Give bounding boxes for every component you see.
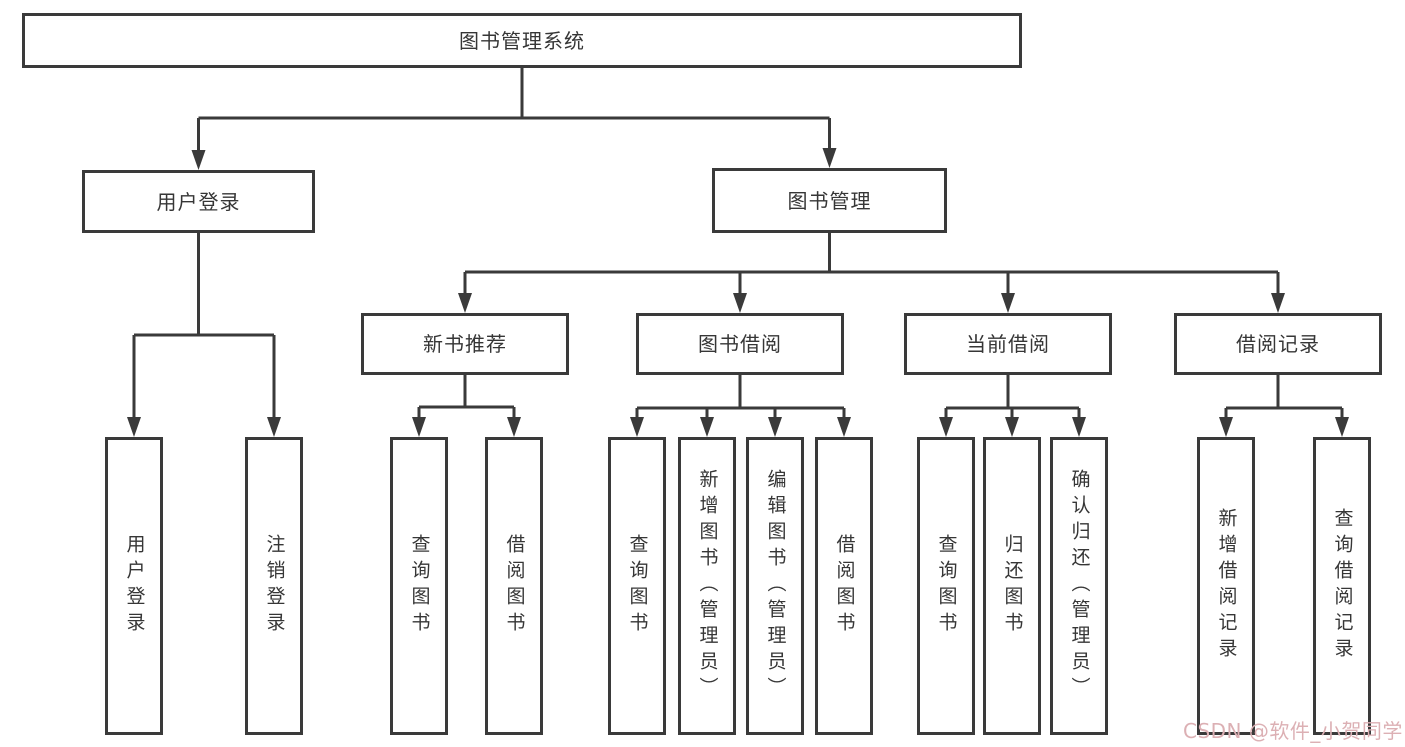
connector-book-mgmt-to-level3 <box>458 233 1285 313</box>
node-book-management: 图书管理 <box>712 168 947 233</box>
leaf-return-books: 归还图书 <box>983 437 1041 735</box>
connector-user-login-to-leaves <box>127 233 281 437</box>
node-user-login: 用户登录 <box>82 170 315 233</box>
csdn-watermark: CSDN @软件_小贺同学 <box>1183 719 1403 743</box>
leaf-query-books-reco: 查询图书 <box>390 437 448 735</box>
leaf-borrow-books: 借阅图书 <box>815 437 873 735</box>
node-book-borrowing: 图书借阅 <box>636 313 844 375</box>
node-current-borrowing: 当前借阅 <box>904 313 1112 375</box>
connector-current-borrow-to-leaves <box>939 375 1086 437</box>
leaf-query-books-current: 查询图书 <box>917 437 975 735</box>
connector-new-book-reco-to-leaves <box>412 375 521 437</box>
node-new-book-recommendation: 新书推荐 <box>361 313 569 375</box>
leaf-add-books-admin: 新增图书（管理员） <box>678 437 736 735</box>
connector-borrow-records-to-leaves <box>1219 375 1349 437</box>
node-root-library-system: 图书管理系统 <box>22 13 1022 68</box>
leaf-edit-books-admin: 编辑图书（管理员） <box>746 437 804 735</box>
leaf-query-borrow-record: 查询借阅记录 <box>1313 437 1371 735</box>
connector-book-borrow-to-leaves <box>630 375 851 437</box>
leaf-add-borrow-record: 新增借阅记录 <box>1197 437 1255 735</box>
leaf-query-books-borrow: 查询图书 <box>608 437 666 735</box>
leaf-borrow-books-reco: 借阅图书 <box>485 437 543 735</box>
connector-root-to-level2 <box>191 68 837 170</box>
leaf-confirm-return-admin: 确认归还（管理员） <box>1050 437 1108 735</box>
leaf-user-login: 用户登录 <box>105 437 163 735</box>
leaf-logout: 注销登录 <box>245 437 303 735</box>
node-borrowing-records: 借阅记录 <box>1174 313 1382 375</box>
